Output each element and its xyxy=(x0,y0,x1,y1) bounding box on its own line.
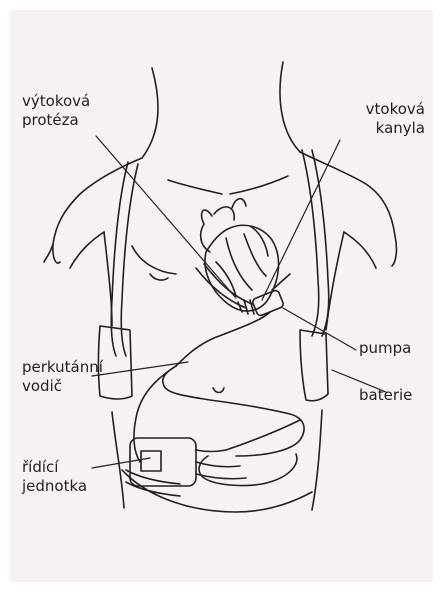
driveline xyxy=(134,312,304,485)
right-harness-strap xyxy=(300,150,329,401)
leader-line-driveline xyxy=(92,362,188,376)
left-harness-strap xyxy=(99,162,139,399)
leader-line-pump xyxy=(283,308,356,350)
label-outflow-graft: výtoková protéza xyxy=(22,92,90,130)
leader-line-outflow-graft xyxy=(96,136,236,298)
label-pump: pumpa xyxy=(359,339,411,358)
torso-outline xyxy=(44,62,396,512)
label-controller: řídící jednotka xyxy=(22,458,87,496)
label-battery: baterie xyxy=(359,386,412,405)
controller xyxy=(126,420,300,496)
label-inflow-cannula: vtoková kanyla xyxy=(366,100,425,138)
label-driveline: perkutánní vodič xyxy=(22,358,103,396)
